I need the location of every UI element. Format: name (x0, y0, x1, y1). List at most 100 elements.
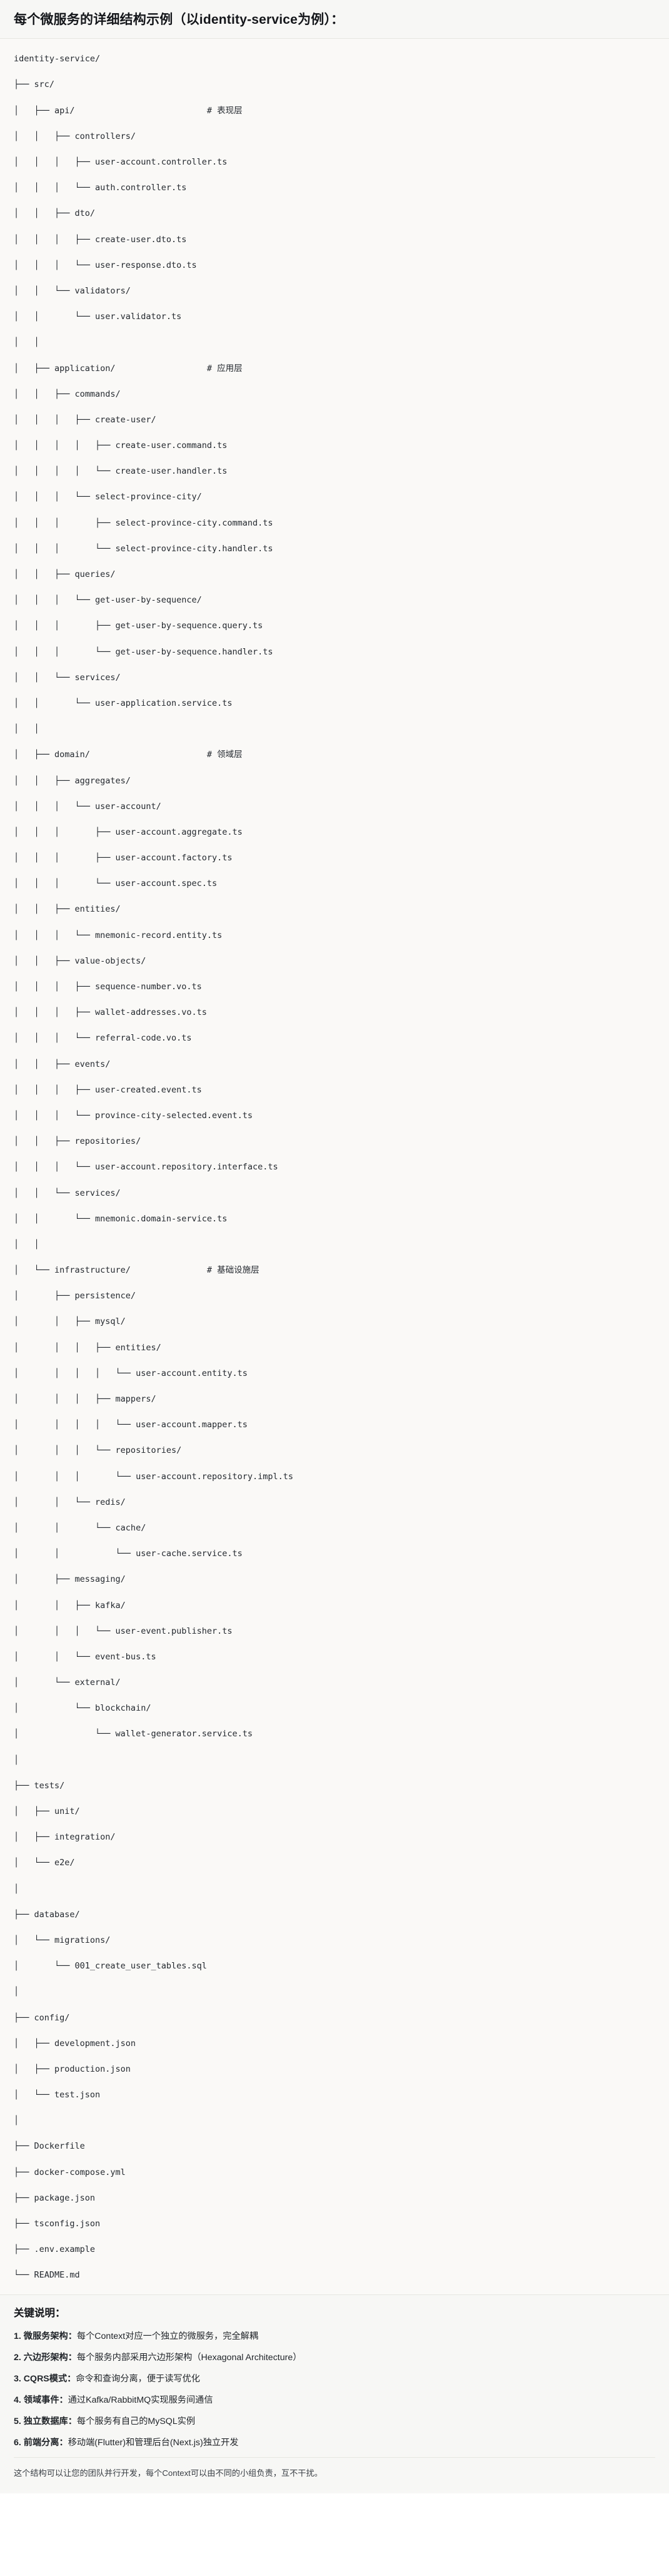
tree-line: │ │ │ └── user-account.repository.impl.t… (14, 1471, 294, 1482)
tree-line: │ (14, 1987, 19, 1997)
tree-line: │ ├── domain/ # 领域层 (14, 750, 243, 760)
tree-line: │ │ │ ├── user-account.controller.ts (14, 157, 228, 168)
tree-line: │ └── e2e/ (14, 1858, 75, 1868)
key-note-label: 前端分离： (23, 2438, 68, 2448)
key-note-number: 6. (14, 2438, 24, 2448)
tree-line: │ │ │ ├── wallet-addresses.vo.ts (14, 1007, 207, 1018)
tree-line: ├── Dockerfile (14, 2141, 85, 2152)
tree-line: │ │ └── services/ (14, 672, 121, 683)
tree-line: │ ├── application/ # 应用层 (14, 363, 243, 374)
key-note-label: CQRS模式： (23, 2374, 76, 2385)
tree-line: │ │ │ └── auth.controller.ts (14, 183, 187, 193)
tree-line: │ │ │ └── user-event.publisher.ts (14, 1626, 233, 1636)
tree-line: │ │ ├── aggregates/ (14, 775, 131, 786)
tree-line: │ │ └── cache/ (14, 1522, 146, 1533)
tree-line: │ │ (14, 1239, 39, 1250)
tree-line: │ │ │ └── user-account.spec.ts (14, 878, 218, 889)
key-note-description: 通过Kafka/RabbitMQ实现服务间通信 (68, 2395, 213, 2406)
key-note-number: 3. (14, 2374, 24, 2385)
tree-line: │ │ └── services/ (14, 1188, 121, 1198)
tree-line: │ ├── persistence/ (14, 1291, 136, 1301)
tree-line-comment: # 应用层 (206, 363, 243, 374)
tree-line: │ (14, 2115, 19, 2126)
tree-line: │ │ └── user.validator.ts (14, 312, 182, 322)
tree-line: │ │ │ └── get-user-by-sequence/ (14, 595, 202, 606)
tree-line: │ │ ├── kafka/ (14, 1600, 126, 1611)
tree-line: │ │ └── user-cache.service.ts (14, 1549, 243, 1559)
header: 每个微服务的详细结构示例（以identity-service为例）： (0, 0, 669, 39)
tree-line: │ │ │ │ └── create-user.handler.ts (14, 466, 228, 477)
key-note-label: 微服务架构： (23, 2331, 77, 2342)
key-notes-footer: 这个结构可以让您的团队并行开发，每个Context可以由不同的小组负责，互不干扰… (14, 2457, 655, 2480)
tree-line: │ │ └── mnemonic.domain-service.ts (14, 1213, 228, 1224)
tree-line: │ │ │ ├── user-created.event.ts (14, 1084, 202, 1095)
key-note-description: 每个服务内部采用六边形架构（Hexagonal Architecture） (76, 2353, 302, 2363)
key-note-number: 4. (14, 2395, 24, 2406)
tree-line: │ │ │ ├── select-province-city.command.t… (14, 517, 273, 528)
key-note-number: 2. (14, 2353, 24, 2363)
tree-line: │ │ └── redis/ (14, 1497, 126, 1507)
tree-line: ├── package.json (14, 2192, 96, 2203)
key-note-description: 移动端(Flutter)和管理后台(Next.js)独立开发 (68, 2438, 239, 2448)
tree-line: │ │ │ │ └── user-account.entity.ts (14, 1368, 248, 1378)
key-note-label: 领域事件： (23, 2395, 68, 2406)
tree-line-comment: # 基础设施层 (206, 1265, 259, 1276)
tree-line: │ │ └── event-bus.ts (14, 1651, 156, 1662)
tree-line: │ └── external/ (14, 1677, 121, 1688)
tree-line-comment: # 领域层 (206, 750, 243, 760)
tree-line: identity-service/ (14, 54, 101, 64)
tree-line: │ │ │ └── user-account.repository.interf… (14, 1162, 278, 1173)
tree-line-comment: # 表现层 (206, 105, 243, 116)
tree-line: │ │ (14, 337, 39, 348)
tree-line: │ │ ├── events/ (14, 1059, 111, 1069)
tree-line: │ ├── messaging/ (14, 1574, 126, 1585)
tree-line: │ │ ├── dto/ (14, 208, 96, 219)
tree-line: │ │ │ └── user-account/ (14, 801, 161, 812)
tree-line: │ │ │ ├── mappers/ (14, 1394, 156, 1405)
page-title: 每个微服务的详细结构示例（以identity-service为例）： (14, 13, 345, 27)
key-note-item: 3. CQRS模式：命令和查询分离，便于读写优化 (14, 2372, 655, 2386)
tree-line: │ │ │ ├── get-user-by-sequence.query.ts (14, 621, 263, 631)
tree-line: │ │ │ ├── entities/ (14, 1342, 161, 1353)
tree-line: │ └── migrations/ (14, 1935, 111, 1945)
key-note-number: 1. (14, 2331, 24, 2342)
tree-line: ├── config/ (14, 2012, 70, 2023)
tree-line: │ │ │ └── mnemonic-record.entity.ts (14, 930, 223, 940)
tree-line: │ │ │ ├── create-user.dto.ts (14, 234, 187, 245)
key-notes-title: 关键说明： (14, 2308, 66, 2319)
tree-line: ├── database/ (14, 1909, 80, 1920)
tree-line: │ │ (14, 724, 39, 735)
tree-line: └── README.md (14, 2270, 80, 2281)
tree-line: │ │ ├── repositories/ (14, 1136, 141, 1147)
tree-line: │ │ ├── entities/ (14, 904, 121, 915)
tree-line: ├── .env.example (14, 2244, 96, 2255)
tree-line: │ │ │ ├── user-account.factory.ts (14, 853, 233, 863)
tree-line: │ │ │ └── user-response.dto.ts (14, 260, 197, 270)
tree-line: │ │ │ │ └── user-account.mapper.ts (14, 1420, 248, 1430)
tree-line: │ │ │ └── repositories/ (14, 1445, 182, 1456)
tree-line: │ │ │ └── select-province-city.handler.t… (14, 543, 273, 554)
tree-line: ├── src/ (14, 79, 55, 90)
key-note-number: 5. (14, 2416, 24, 2427)
tree-line: ├── tsconfig.json (14, 2219, 101, 2229)
tree-line: │ │ ├── commands/ (14, 389, 121, 399)
tree-line: │ │ │ ├── user-account.aggregate.ts (14, 827, 243, 837)
tree-line: │ (14, 1754, 19, 1765)
key-note-description: 命令和查询分离，便于读写优化 (76, 2374, 200, 2385)
tree-line: │ └── test.json (14, 2090, 101, 2100)
tree-line: │ ├── development.json (14, 2038, 136, 2049)
tree-line: │ │ │ └── province-city-selected.event.t… (14, 1110, 253, 1121)
tree-line: │ │ ├── value-objects/ (14, 955, 146, 966)
tree-line: │ │ │ └── get-user-by-sequence.handler.t… (14, 646, 273, 657)
tree-line: │ └── 001_create_user_tables.sql (14, 1961, 207, 1972)
key-note-item: 2. 六边形架构：每个服务内部采用六边形架构（Hexagonal Archite… (14, 2351, 655, 2365)
tree-line: │ ├── integration/ (14, 1832, 116, 1843)
tree-line: ├── docker-compose.yml (14, 2167, 126, 2177)
tree-line: │ │ │ └── select-province-city/ (14, 492, 202, 502)
key-note-item: 5. 独立数据库：每个服务有自己的MySQL实例 (14, 2415, 655, 2428)
tree-line: │ └── wallet-generator.service.ts (14, 1729, 253, 1739)
key-note-item: 6. 前端分离：移动端(Flutter)和管理后台(Next.js)独立开发 (14, 2436, 655, 2450)
tree-line: │ │ └── validators/ (14, 285, 131, 296)
